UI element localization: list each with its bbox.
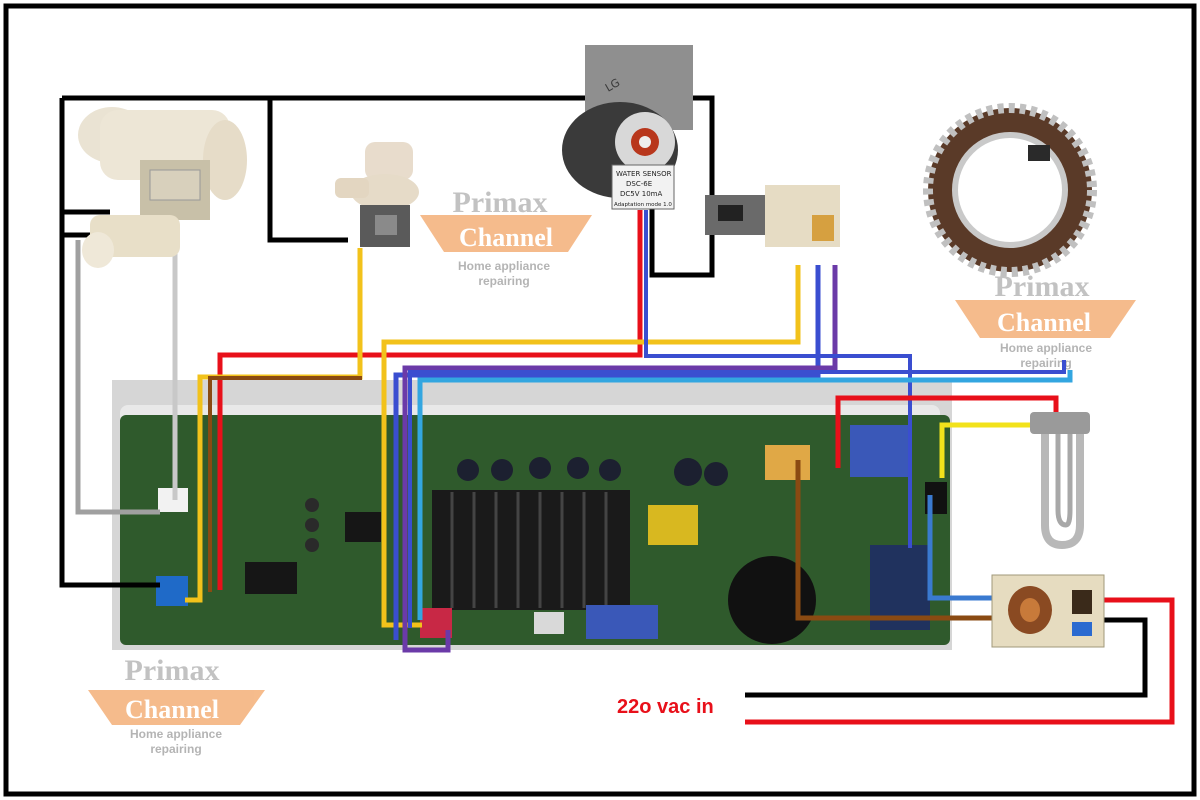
wire-red-heater — [835, 395, 1059, 468]
wire-blue-filter — [927, 495, 1005, 601]
relay — [245, 562, 297, 594]
sensor-brand: LG — [603, 76, 622, 95]
wire-blue-sensor — [644, 210, 912, 548]
supply-label: 22o vac in — [617, 696, 714, 718]
watermark-1: Primax Channel Home appliance repairing — [420, 186, 592, 288]
capacitors — [305, 457, 816, 644]
watermark-sub1: Home appliance — [1000, 341, 1092, 355]
pump-connector — [156, 576, 188, 606]
outer-frame — [3, 3, 1197, 797]
relay-blue — [586, 605, 658, 639]
sensor-label-line3: DC5V 10mA — [620, 190, 662, 198]
watermark-sub2: repairing — [478, 274, 529, 288]
watermark-sub2: repairing — [150, 742, 201, 756]
wire-lightblue-motor — [417, 370, 1073, 620]
wire-black-left — [59, 98, 160, 588]
wire-purple-door — [402, 265, 838, 653]
relay-top — [850, 425, 910, 477]
watermark-channel: Channel — [125, 695, 219, 724]
watermark-brand: Primax — [995, 270, 1090, 303]
wire-brown-filter — [795, 460, 1010, 621]
drain-pump — [335, 142, 419, 247]
wire-yellow-pump — [185, 248, 363, 603]
wire-black-top — [62, 95, 715, 278]
motor-connector — [534, 612, 564, 634]
wires — [59, 95, 1175, 725]
noise-filter — [991, 574, 1105, 648]
wire-live-supply — [745, 597, 1175, 725]
watermark-3: Primax Channel Home appliance repairing — [88, 654, 265, 756]
watermark-sub1: Home appliance — [458, 259, 550, 273]
heater — [1030, 412, 1090, 550]
wire-neutral-supply — [745, 617, 1148, 698]
watermark-channel: Channel — [997, 308, 1091, 337]
chip — [345, 512, 381, 542]
sensor-label-line4: Adaptation mode 1.0 — [614, 202, 672, 208]
watermark-channel: Channel — [459, 223, 553, 252]
wire-brown-pump — [208, 376, 362, 592]
watermark-sub2: repairing — [1020, 356, 1071, 370]
control-board — [112, 380, 952, 650]
transformer — [648, 505, 698, 545]
sensor-label-line1: WATER SENSOR — [616, 170, 672, 178]
inlet-valve — [78, 107, 247, 268]
wire-yellow-heater — [939, 422, 1036, 478]
watermark-brand: Primax — [125, 654, 220, 687]
watermark-brand: Primax — [453, 186, 548, 219]
heatsink — [432, 490, 630, 610]
wire-blue-door — [393, 265, 821, 640]
wire-grey-1 — [75, 240, 160, 515]
watermark-sub1: Home appliance — [130, 727, 222, 741]
sensor-label-line2: DSC-6E — [626, 180, 652, 188]
door-lock — [705, 185, 840, 247]
wire-black-pump — [267, 98, 348, 243]
motor-stator — [923, 103, 1097, 277]
wire-red-sensor — [217, 210, 643, 590]
wire-blue-motor — [408, 360, 1066, 628]
power-connector — [765, 445, 810, 480]
watermark-2: Primax Channel Home appliance repairing — [955, 270, 1136, 370]
water-level-sensor: LG WATER SENSOR DSC-6E DC5V 10mA Adaptat… — [562, 45, 693, 210]
